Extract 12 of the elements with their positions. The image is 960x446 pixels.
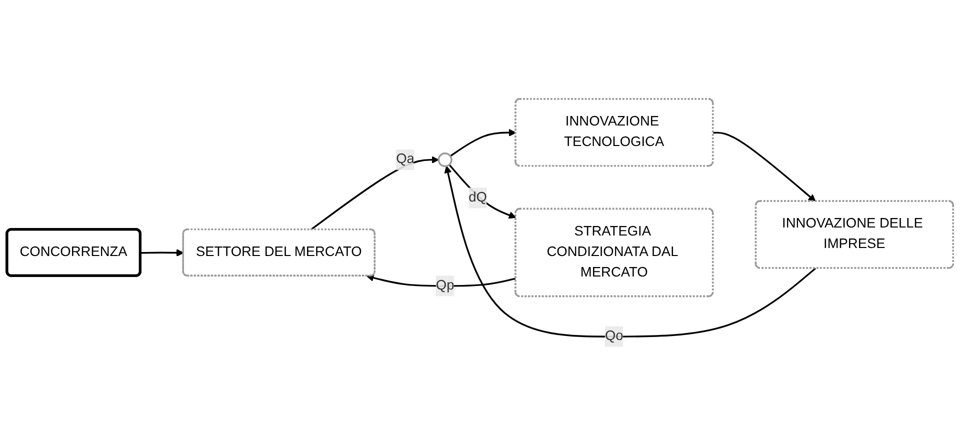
edge-label: Qp [436,278,454,293]
edge-label: Qa [396,152,414,167]
node-circle [438,152,452,168]
arrow [450,129,516,157]
arrow [713,132,816,202]
arrow [310,156,439,231]
arrow [444,166,816,338]
arrow [140,249,184,257]
arrow [366,274,516,287]
edge-label: Qo [604,328,624,344]
edge-label: dQ [468,190,487,205]
arrow [448,164,516,219]
